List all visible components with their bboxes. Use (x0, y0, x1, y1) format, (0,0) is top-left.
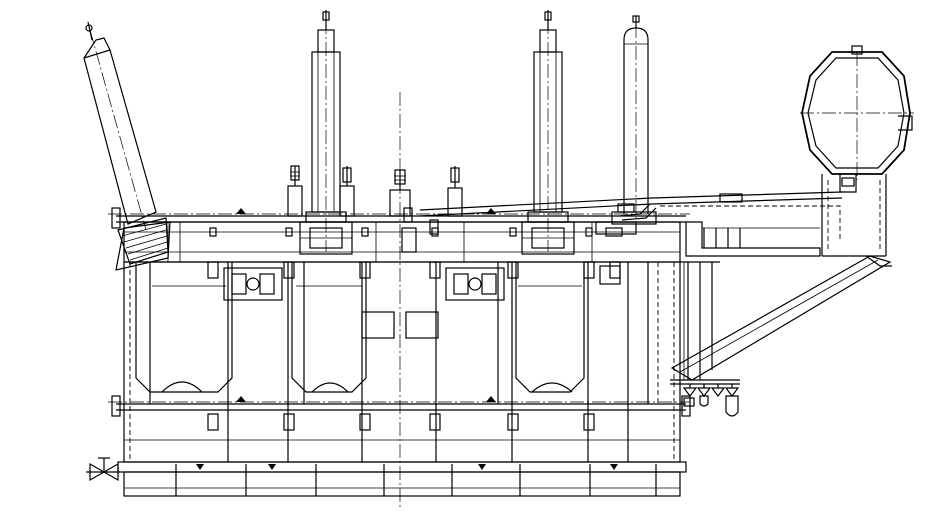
vertical-bushing-2 (521, 10, 575, 255)
clamp-brackets (223, 267, 505, 339)
vertical-bushing-1 (299, 10, 353, 255)
conservator-pipe (419, 191, 843, 240)
neutral-bushing (611, 15, 657, 225)
core-windows (135, 262, 585, 393)
base-skid (117, 461, 687, 497)
conservator (801, 45, 913, 257)
small-top-bushings (287, 165, 463, 253)
main-tank (111, 207, 691, 463)
center-lines (108, 20, 914, 510)
tank-stiffeners (149, 262, 659, 462)
radiator-bank (680, 221, 821, 380)
conservator-support-pipe (670, 255, 892, 381)
sampling-valves (670, 379, 740, 417)
frame-lugs (207, 227, 621, 431)
top-cover-details (167, 221, 637, 262)
drain-valve (86, 457, 120, 482)
hv-bushing-inclined (83, 21, 171, 271)
